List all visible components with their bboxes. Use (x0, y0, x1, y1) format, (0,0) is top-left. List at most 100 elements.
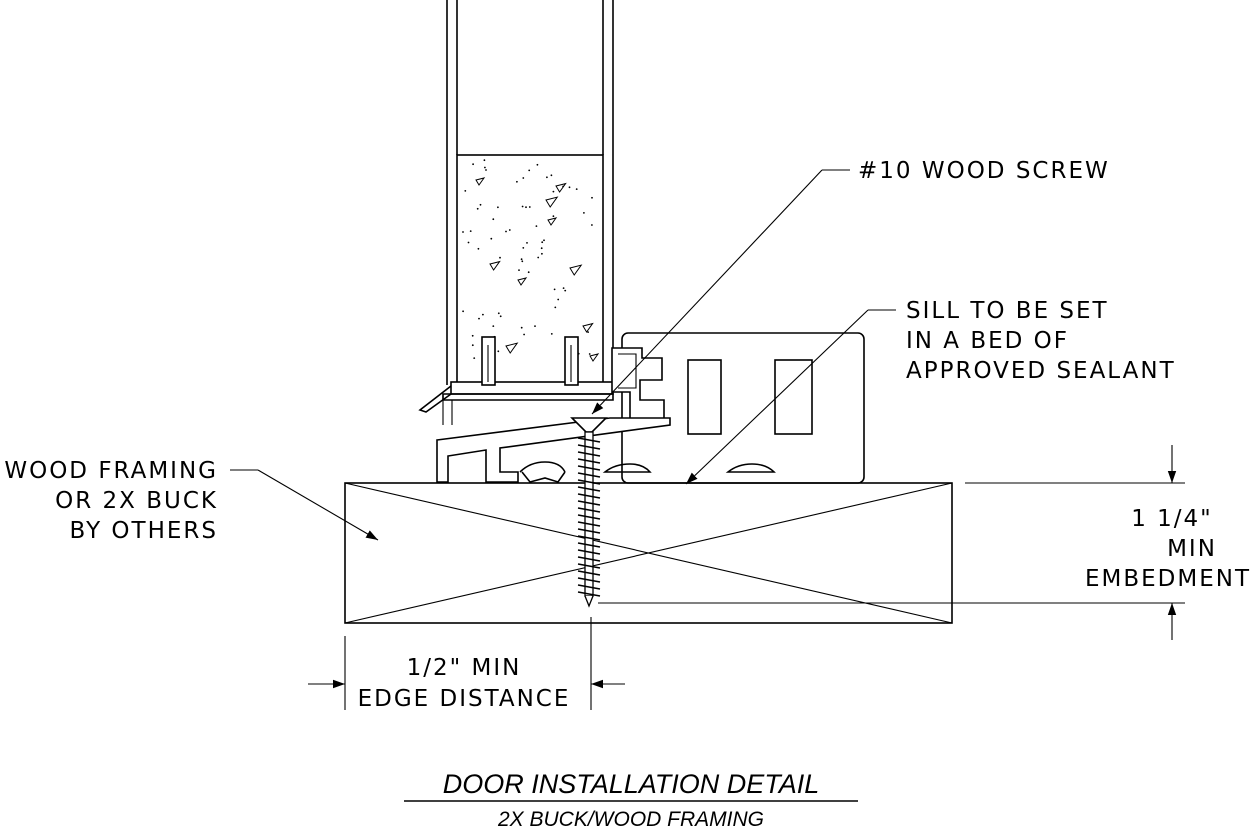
screw-thread (577, 451, 601, 457)
concrete-dot (484, 166, 486, 169)
concrete-dot (497, 350, 500, 353)
concrete-dot (552, 215, 555, 218)
screw-thread (577, 549, 601, 555)
concrete-dot (521, 205, 524, 208)
concrete-dot (522, 177, 525, 179)
edge-label-1: 1/2" MIN (407, 655, 522, 681)
concrete-aggregate (582, 322, 594, 333)
screw-shank (584, 431, 594, 597)
screw-thread (577, 500, 601, 506)
screw-thread (577, 437, 601, 443)
concrete-dot (462, 231, 464, 233)
concrete-dot (557, 298, 560, 301)
concrete-dot (473, 357, 476, 359)
concrete-aggregate (475, 177, 486, 186)
framing-label-2: OR 2X BUCK (55, 488, 218, 514)
concrete-dot (564, 289, 567, 292)
concrete-dot (505, 230, 507, 233)
embedment-label-1: 1 1/4" (1131, 506, 1213, 532)
concrete-dot (554, 306, 557, 309)
screw-thread (577, 584, 601, 590)
screw-thread (577, 493, 601, 499)
edge-distance-dimension (308, 617, 625, 710)
concrete-dot (591, 196, 593, 199)
concrete-dot (587, 331, 589, 333)
concrete-dot (523, 333, 525, 336)
concrete-dot (537, 256, 540, 259)
sill-label-3: APPROVED SEALANT (906, 358, 1176, 384)
concrete-aggregate (545, 196, 559, 208)
concrete-dot (568, 186, 571, 189)
concrete-dot (525, 206, 527, 209)
concrete-dot (591, 224, 593, 226)
screw-thread (577, 458, 601, 464)
framing-leader (257, 469, 379, 541)
concrete-dot (536, 163, 539, 166)
screw-thread (577, 570, 601, 576)
framing-label-1: WOOD FRAMING (4, 458, 218, 484)
concrete-dot (492, 218, 495, 221)
concrete-dot (471, 334, 474, 337)
concrete-dot (482, 313, 484, 316)
concrete-dot (521, 260, 524, 263)
concrete-dot (550, 333, 553, 335)
concrete-dot (540, 247, 543, 250)
concrete-dot (471, 344, 474, 347)
concrete-dot (462, 310, 464, 313)
concrete-dot (541, 252, 543, 255)
concrete-aggregate (589, 353, 600, 362)
concrete-dot (483, 159, 486, 162)
screw-thread (577, 556, 601, 562)
concrete-dot (518, 269, 520, 271)
drawing-title: DOOR INSTALLATION DETAIL (443, 769, 820, 799)
concrete-aggregate (517, 277, 528, 286)
concrete-dot (546, 176, 548, 179)
concrete-dot (472, 163, 474, 166)
screw-thread (577, 521, 601, 527)
concrete-dot (535, 225, 538, 228)
screw-thread (577, 472, 601, 478)
concrete-dot (492, 325, 495, 327)
wood-screw (570, 417, 608, 608)
concrete-aggregate (555, 182, 567, 193)
concrete-dot (527, 271, 530, 274)
concrete-dot (499, 315, 502, 318)
sill-extrusion (436, 332, 865, 484)
screw-thread (577, 535, 601, 541)
screw-leader (591, 169, 823, 415)
concrete-dot (575, 188, 578, 191)
sill-label-1: SILL TO BE SET (906, 298, 1109, 324)
concrete-dot (497, 206, 499, 209)
concrete-dot (516, 180, 518, 183)
concrete-dot (562, 287, 565, 289)
concrete-dot (543, 239, 545, 242)
concrete-aggregate (505, 342, 519, 354)
concrete-dot (508, 229, 511, 231)
concrete-dot (520, 258, 523, 261)
concrete-dot (583, 212, 585, 214)
embedment-label-3: EMBEDMENT (1085, 566, 1251, 592)
screw-thread (577, 591, 601, 597)
concrete-dot (522, 247, 525, 249)
embedment-label-2: MIN (1167, 536, 1217, 562)
concrete-dot (477, 247, 480, 250)
concrete-dot (464, 190, 467, 192)
concrete-dot (469, 230, 472, 233)
screw-label: #10 WOOD SCREW (858, 158, 1110, 184)
screw-thread (577, 444, 601, 450)
concrete-dot (467, 241, 470, 244)
screw-thread (577, 507, 601, 513)
framing-label-3: BY OTHERS (70, 518, 218, 544)
concrete-aggregate (489, 260, 501, 271)
bottom-rail (418, 336, 614, 425)
concrete-dot (541, 241, 544, 244)
screw-thread (577, 479, 601, 485)
concrete-dot (497, 312, 500, 315)
concrete-aggregate (569, 264, 583, 276)
concrete-dot (499, 256, 501, 259)
sill-label-2: IN A BED OF (906, 328, 1069, 354)
concrete-dot (520, 326, 523, 329)
screw-thread (577, 528, 601, 534)
